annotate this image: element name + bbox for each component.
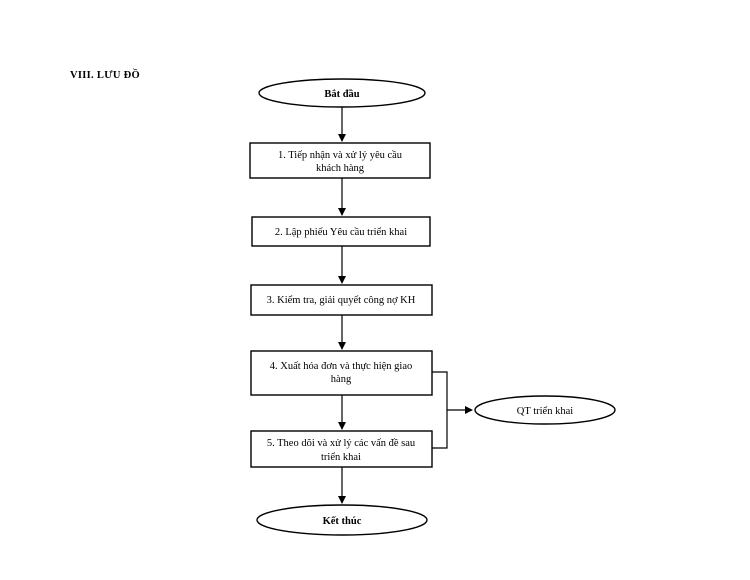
step3-box xyxy=(250,284,433,316)
step4-box xyxy=(250,350,433,396)
start-label: Bắt đầu xyxy=(324,89,359,100)
side-bracket xyxy=(432,371,448,449)
step2-box xyxy=(251,216,431,247)
end-label: Kết thúc xyxy=(323,516,362,527)
step4-line1: 4. Xuất hóa đơn và thực hiện giao xyxy=(270,361,412,372)
step1-line1: 1. Tiếp nhận và xử lý yêu cầu xyxy=(278,150,403,161)
step4-line2: hàng xyxy=(331,374,352,385)
step1-box xyxy=(249,142,431,179)
side-process-terminal xyxy=(474,395,616,425)
step3-label: 3. Kiểm tra, giải quyết công nợ KH xyxy=(267,295,416,306)
step1-line2: khách hàng xyxy=(316,163,365,174)
side-process-label: QT triển khai xyxy=(517,406,573,417)
step5-line1: 5. Theo dõi và xử lý các vấn đề sau xyxy=(267,438,416,449)
step5-box xyxy=(250,430,433,468)
step2-label: 2. Lập phiếu Yêu cầu triển khai xyxy=(275,227,407,238)
start-terminal xyxy=(258,78,426,108)
section-heading: VIII. LƯU ĐỒ xyxy=(70,70,141,81)
step5-line2: triển khai xyxy=(321,452,361,463)
connectors xyxy=(338,106,473,504)
end-terminal xyxy=(256,504,428,536)
